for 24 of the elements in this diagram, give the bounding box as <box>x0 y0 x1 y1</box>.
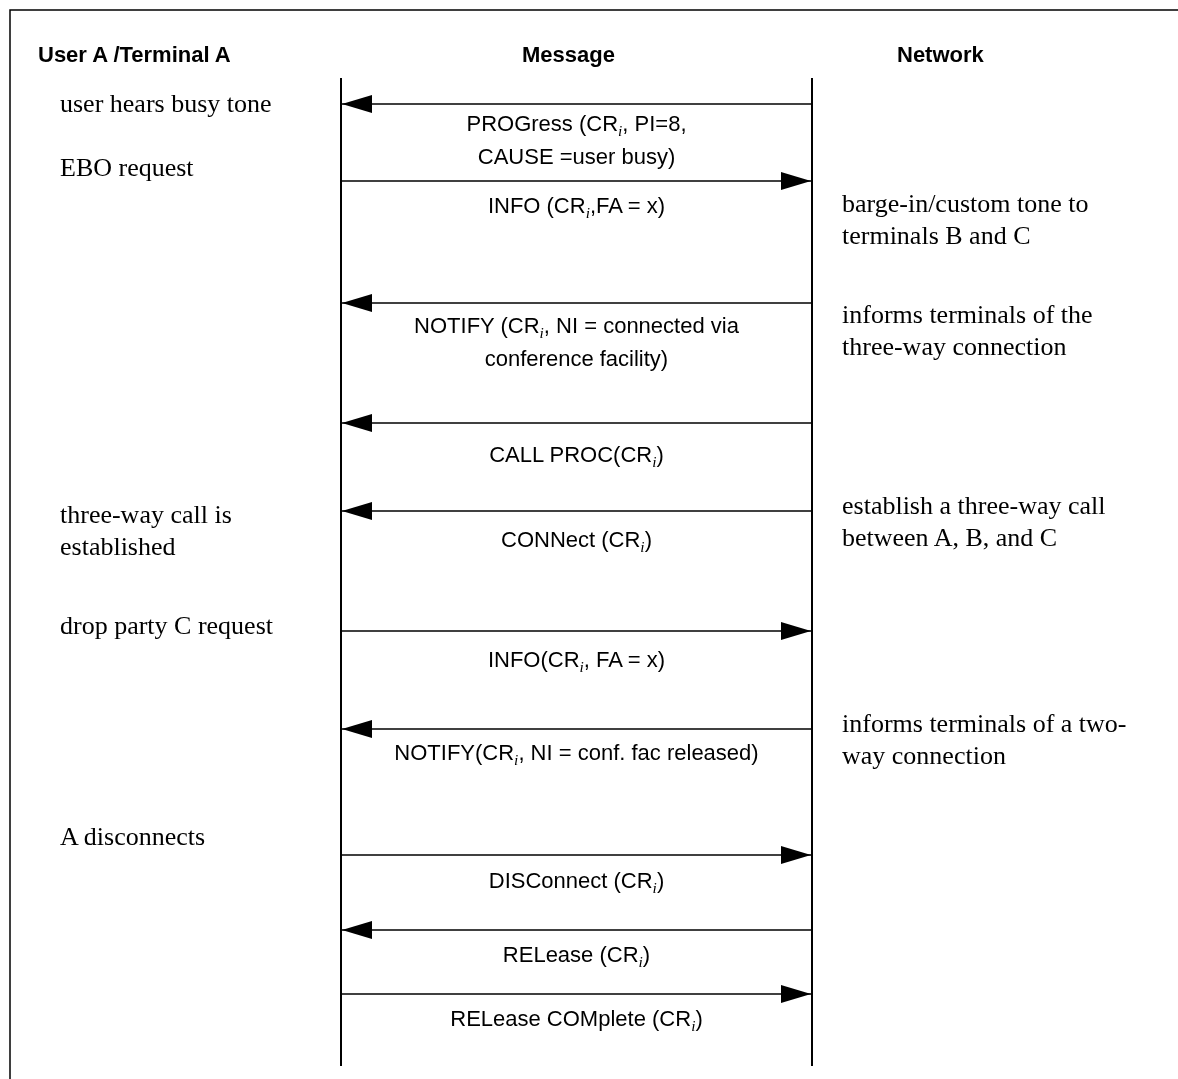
message-arrow <box>341 95 812 113</box>
message-arrow <box>341 622 812 640</box>
message-arrow <box>341 985 812 1003</box>
message-arrow <box>341 172 812 190</box>
user-note: A disconnects <box>60 821 207 853</box>
network-note: informs terminals of a two-way connection <box>842 708 1127 772</box>
column-header: Message <box>522 42 615 68</box>
network-note: establish a three-way call between A, B, and C <box>842 490 1107 554</box>
message-arrow <box>341 414 812 432</box>
network-note: informs terminals of the three-way connection <box>842 299 1094 363</box>
column-header: Network <box>897 42 984 68</box>
message-arrow <box>341 720 812 738</box>
message-arrow <box>341 294 812 312</box>
user-note: EBO request <box>60 152 195 184</box>
user-note: drop party C request <box>60 610 274 642</box>
column-header: User A /Terminal A <box>38 42 231 68</box>
user-note: three-way call is established <box>60 499 233 563</box>
message-arrow <box>341 921 812 939</box>
message-arrow <box>341 502 812 520</box>
lifeline <box>811 78 813 1066</box>
message-arrow <box>341 846 812 864</box>
lifeline <box>340 78 342 1066</box>
network-note: barge-in/custom tone to terminals B and C <box>842 188 1090 252</box>
user-note: user hears busy tone <box>60 88 273 120</box>
